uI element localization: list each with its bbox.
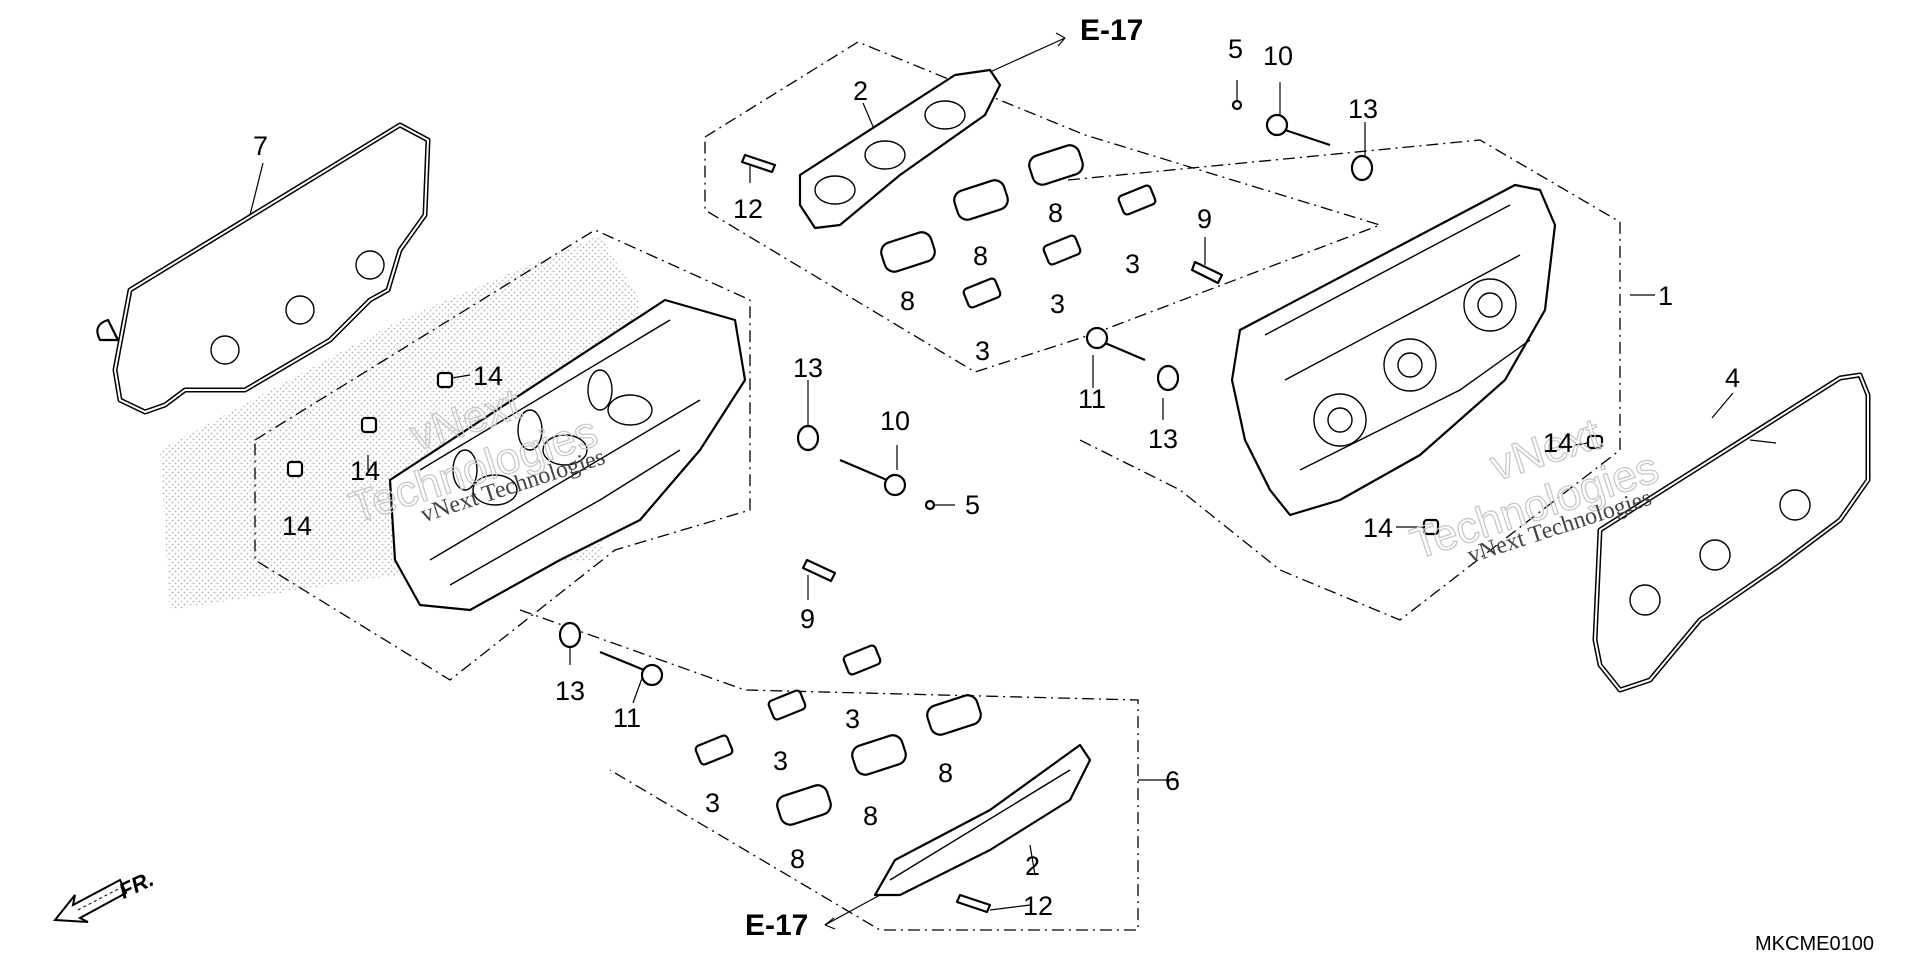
assembly-outlines <box>254 41 1621 931</box>
breather-plate-upper <box>798 68 1002 230</box>
nipple-9-upper <box>1190 260 1224 285</box>
washer-13-b <box>1156 364 1180 392</box>
bolt-12-upper <box>740 153 777 174</box>
washer-13-d <box>558 621 582 649</box>
dowel-14-e <box>1422 518 1440 536</box>
clip-3-u1 <box>962 277 1002 309</box>
callout-6: 6 <box>1165 766 1180 796</box>
seal-8-u2 <box>953 179 1009 221</box>
seal-8-l3 <box>926 694 982 736</box>
callout-3-a: 3 <box>975 336 990 366</box>
bolt-12-lower <box>955 893 992 914</box>
callout-11-upper: 11 <box>1078 384 1106 414</box>
callout-13-a: 13 <box>1348 94 1378 124</box>
callout-11-lower: 11 <box>613 703 641 733</box>
callout-1: 1 <box>1658 281 1673 311</box>
callout-14-c: 14 <box>282 511 312 541</box>
callout-8-a: 8 <box>900 286 915 316</box>
breather-plate-lower <box>873 743 1092 897</box>
callout-9-lower: 9 <box>800 604 815 634</box>
callout-14-b: 14 <box>350 456 380 486</box>
washer-5-b <box>924 499 936 511</box>
callout-3-c: 3 <box>1125 249 1140 279</box>
front-marker-label: FR. <box>115 866 158 904</box>
clip-3-l2 <box>767 689 807 721</box>
parts <box>53 32 1871 930</box>
callout-10-upper: 10 <box>1263 41 1293 71</box>
clip-3-u2 <box>1042 234 1082 266</box>
callout-3-b: 3 <box>1050 289 1065 319</box>
seal-8-u1 <box>880 231 936 273</box>
left-head-cover <box>388 298 747 612</box>
callout-labels: 1 2 2 3 3 3 3 3 3 4 5 5 6 7 8 8 8 8 8 8 … <box>253 34 1740 921</box>
callout-3-e: 3 <box>773 746 788 776</box>
bolt-11-upper-head <box>1085 326 1109 350</box>
washer-13-a <box>1350 154 1374 182</box>
callout-8-e: 8 <box>863 801 878 831</box>
callout-5-lower: 5 <box>965 490 980 520</box>
callout-2-lower: 2 <box>1025 851 1040 881</box>
seal-8-l1 <box>776 784 832 826</box>
front-arrow-icon <box>53 878 128 923</box>
reference-e17-bottom: E-17 <box>745 909 808 942</box>
outline-lower-breather-group <box>519 609 1139 931</box>
callout-14-a: 14 <box>473 361 503 391</box>
diagram-code: MKCME0100 <box>1755 933 1874 955</box>
dowel-14-c <box>286 460 304 478</box>
bolt-10-lower-head <box>883 473 907 497</box>
outline-head-cover-right <box>1067 139 1621 621</box>
callout-2-upper: 2 <box>853 76 868 106</box>
seal-8-u3 <box>1028 144 1084 186</box>
outline-upper-breather-group <box>704 41 1383 373</box>
clip-3-l1 <box>694 734 734 766</box>
right-head-cover <box>1230 183 1557 517</box>
callout-8-d: 8 <box>790 844 805 874</box>
reference-e17-top: E-17 <box>1080 14 1143 47</box>
callout-8-f: 8 <box>938 758 953 788</box>
callout-5-upper: 5 <box>1228 34 1243 64</box>
callout-8-b: 8 <box>973 241 988 271</box>
leader-lines <box>249 80 1777 911</box>
callout-14-e: 14 <box>1363 513 1393 543</box>
washer-13-c <box>796 424 820 452</box>
gasket-right-head-cover <box>1592 372 1871 693</box>
callout-9-upper: 9 <box>1197 204 1212 234</box>
callout-12-upper: 12 <box>733 194 763 224</box>
callout-3-f: 3 <box>845 704 860 734</box>
dowel-14-b <box>360 416 378 434</box>
nipple-9-lower <box>801 558 837 583</box>
callout-3-d: 3 <box>705 788 720 818</box>
bolt-10-upper-head <box>1265 113 1289 137</box>
washer-5-a <box>1231 99 1243 111</box>
dowel-14-a <box>436 371 454 389</box>
outline-head-cover-left <box>254 229 751 681</box>
clip-3-l3 <box>842 644 882 676</box>
callout-13-b: 13 <box>1148 424 1178 454</box>
callout-8-c: 8 <box>1048 198 1063 228</box>
bolt-11-lower-head <box>640 663 664 687</box>
callout-13-c: 13 <box>793 353 823 383</box>
seal-8-l2 <box>851 734 907 776</box>
callout-12-lower: 12 <box>1023 891 1053 921</box>
callout-7: 7 <box>253 131 268 161</box>
callout-4: 4 <box>1725 363 1740 393</box>
clip-3-u3 <box>1117 184 1157 216</box>
callout-14-d: 14 <box>1543 428 1573 458</box>
callout-13-d: 13 <box>555 676 585 706</box>
dowel-14-d <box>1586 434 1604 450</box>
callout-10-lower: 10 <box>880 406 910 436</box>
